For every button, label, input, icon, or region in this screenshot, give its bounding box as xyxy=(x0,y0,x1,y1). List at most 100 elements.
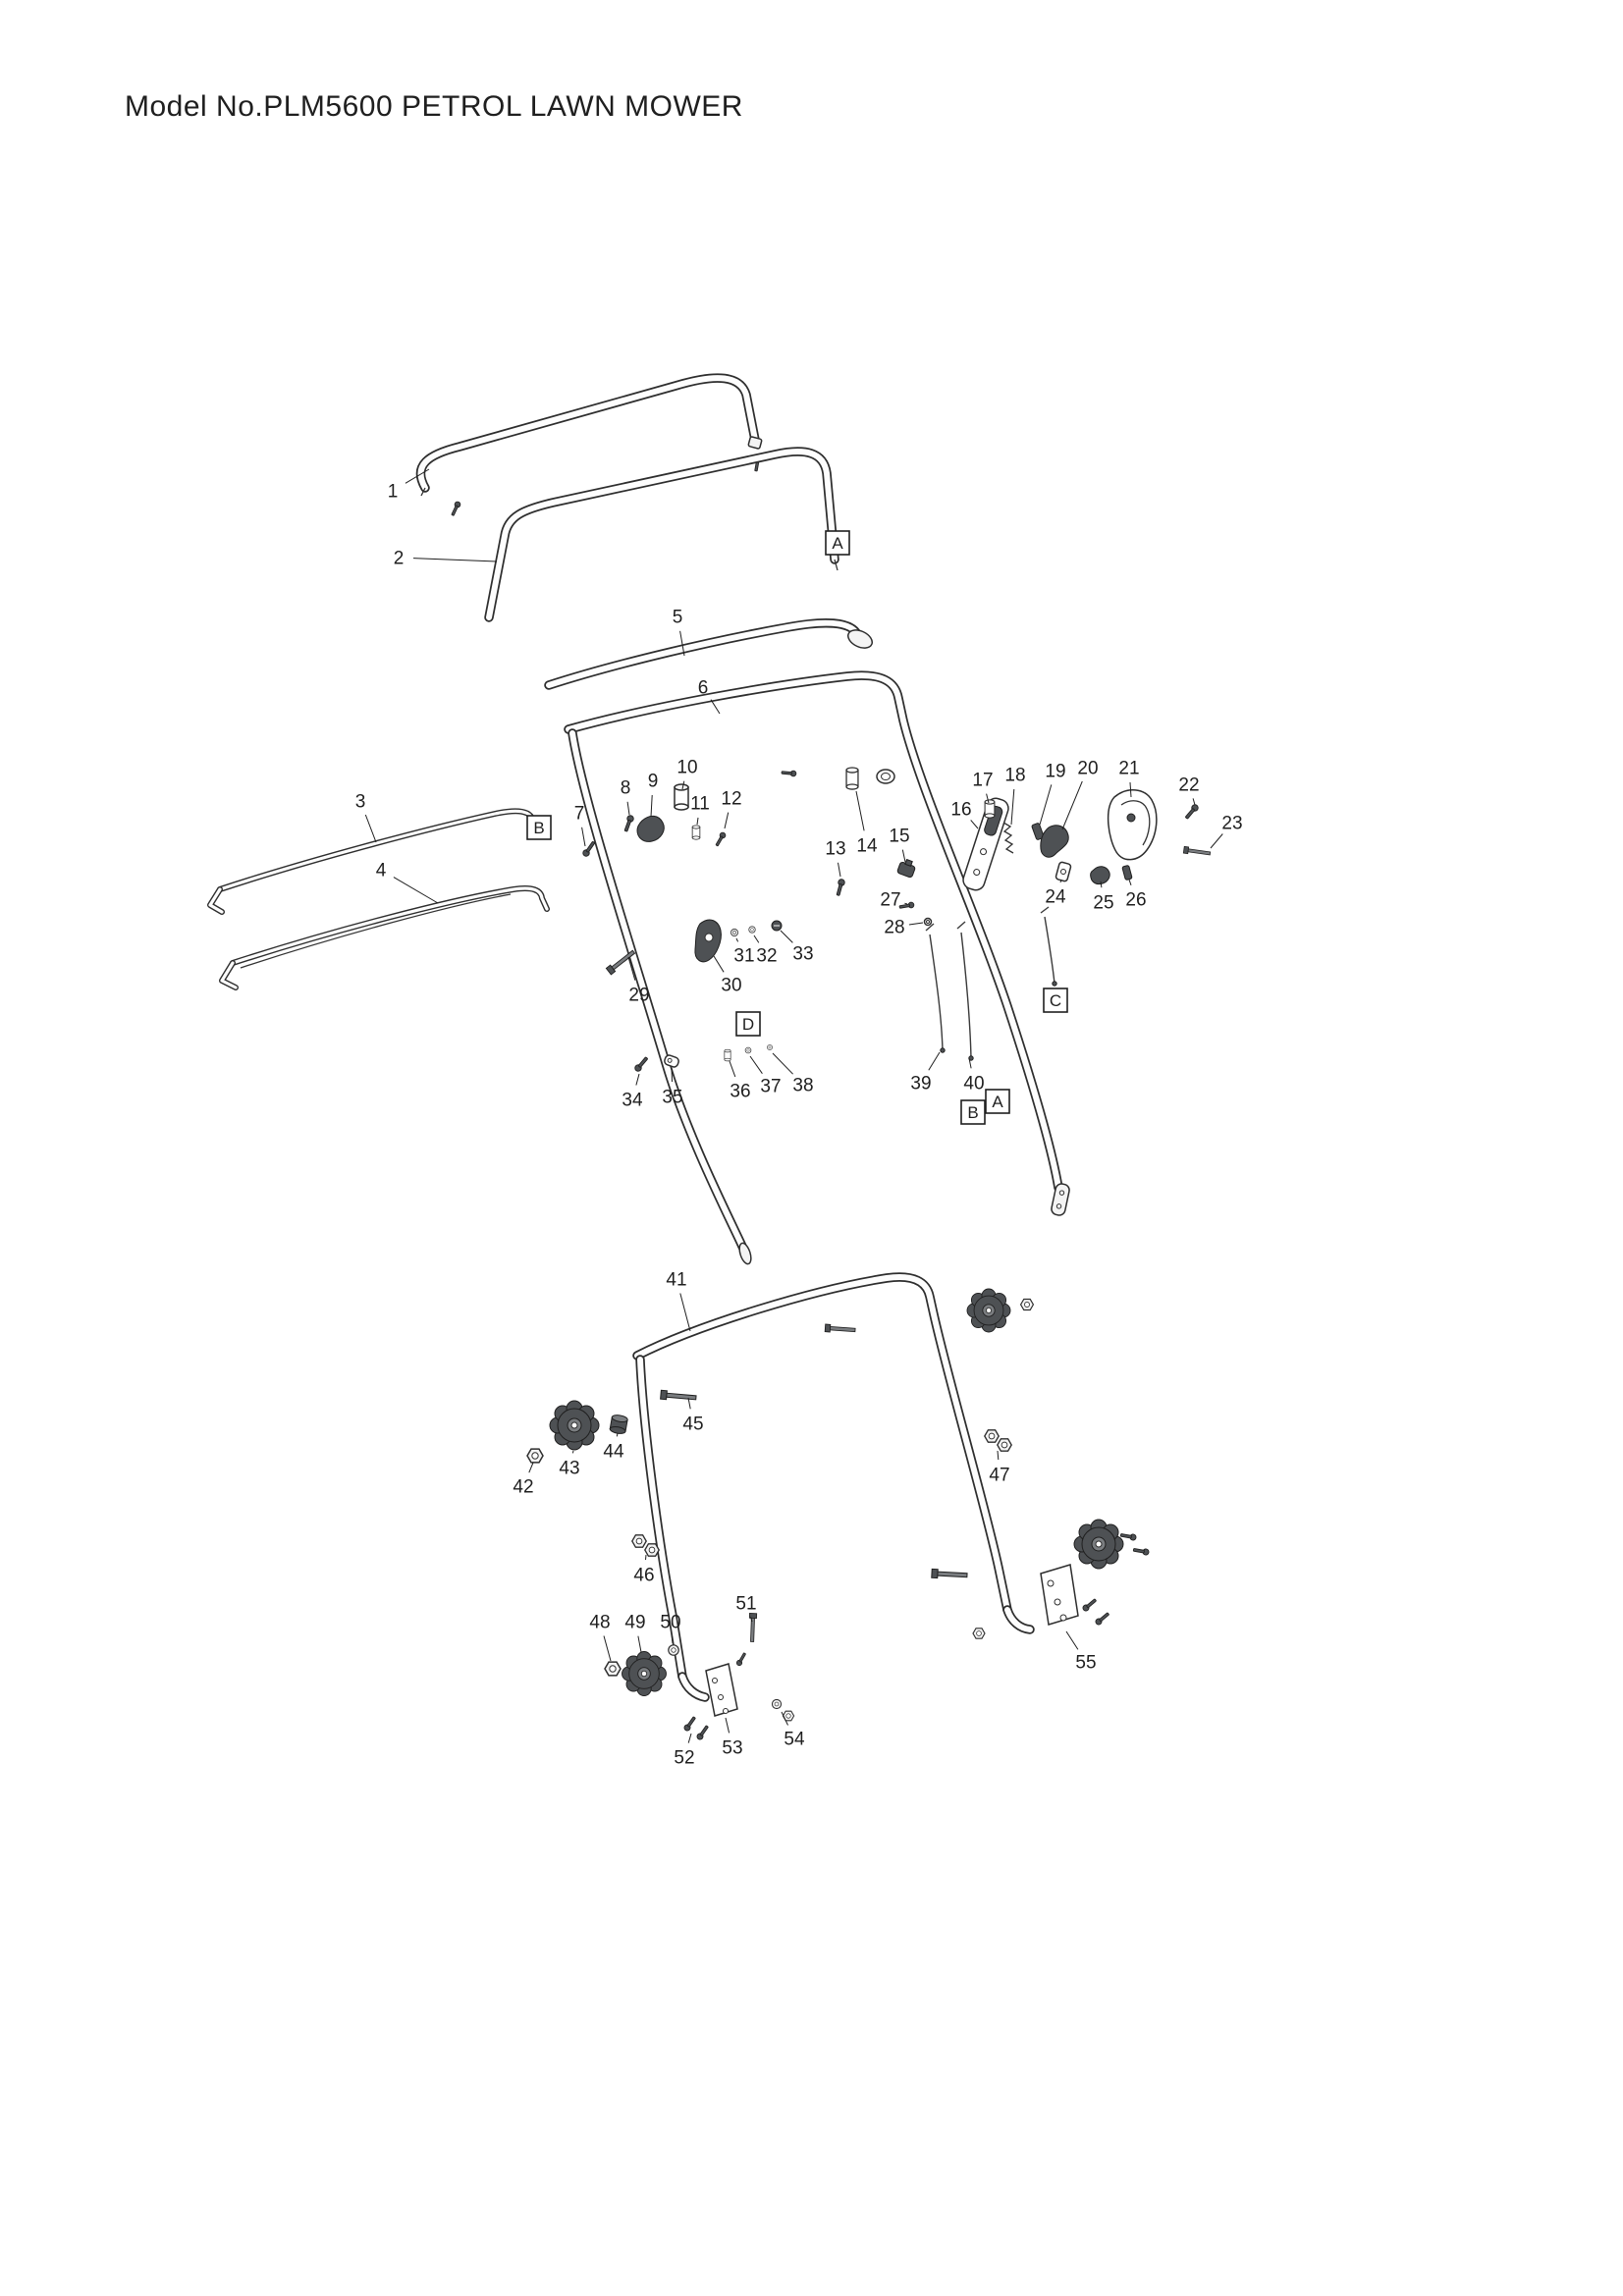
spacer-part xyxy=(724,1048,731,1062)
part-label-19: 19 xyxy=(1045,762,1065,782)
nut-icon xyxy=(526,1448,544,1464)
part-label-32: 32 xyxy=(756,946,777,967)
part-label-5: 5 xyxy=(673,608,683,628)
screw-icon xyxy=(1132,1546,1150,1556)
leader-line-1 xyxy=(405,468,430,484)
part-label-8: 8 xyxy=(621,778,631,799)
part-label-40: 40 xyxy=(963,1074,984,1095)
part-label-49: 49 xyxy=(624,1613,645,1633)
part-6-upper-handle xyxy=(568,675,1070,1265)
part-label-12: 12 xyxy=(721,789,741,810)
nut-icon xyxy=(604,1661,622,1677)
part-label-21: 21 xyxy=(1118,759,1139,779)
leader-line-45 xyxy=(687,1397,691,1410)
part-label-36: 36 xyxy=(730,1082,750,1102)
part-label-43: 43 xyxy=(559,1459,579,1479)
ring-part xyxy=(876,769,895,784)
part-label-42: 42 xyxy=(513,1477,533,1498)
part-label-15: 15 xyxy=(889,827,909,847)
leader-line-55 xyxy=(1065,1630,1079,1650)
part-label-3: 3 xyxy=(355,792,366,813)
leader-line-3 xyxy=(364,814,377,843)
handle-hardware-left xyxy=(581,783,783,1074)
part-label-38: 38 xyxy=(792,1076,813,1096)
leader-line-19 xyxy=(1039,784,1053,826)
ref-letter-D-2: D xyxy=(742,1015,754,1034)
nut-icon xyxy=(1019,1298,1035,1311)
leader-line-6 xyxy=(710,699,721,715)
housing-part xyxy=(1107,789,1158,861)
ref-letter-A-0: A xyxy=(832,534,843,553)
leader-line-25 xyxy=(1100,881,1103,888)
screw-icon xyxy=(449,500,462,517)
leader-line-34 xyxy=(635,1073,640,1086)
leader-line-41 xyxy=(679,1293,691,1332)
switch-panel-part xyxy=(962,797,1009,891)
bracket-part xyxy=(1055,861,1072,882)
leader-line-36 xyxy=(729,1060,736,1078)
washer-icon xyxy=(767,1044,773,1050)
leader-line-33 xyxy=(780,930,793,943)
part-label-45: 45 xyxy=(682,1415,703,1435)
part-label-54: 54 xyxy=(784,1730,805,1750)
ref-letter-B-1: B xyxy=(533,819,544,837)
bolt-icon xyxy=(824,1323,856,1335)
bolt-icon xyxy=(931,1568,968,1580)
handle-knob xyxy=(622,1651,667,1696)
handle-knob xyxy=(966,1288,1011,1333)
nut-icon xyxy=(997,1438,1012,1452)
leader-line-10 xyxy=(681,780,685,790)
leader-line-22 xyxy=(1192,798,1196,806)
nut-icon xyxy=(631,1534,647,1548)
screw-icon xyxy=(632,1055,650,1074)
part-label-39: 39 xyxy=(910,1074,931,1095)
handle-knob xyxy=(1073,1519,1124,1570)
leader-line-8 xyxy=(626,801,630,816)
part-label-20: 20 xyxy=(1077,759,1098,779)
leader-line-16 xyxy=(970,820,979,829)
part-label-46: 46 xyxy=(633,1566,654,1586)
leader-line-13 xyxy=(838,862,841,878)
leader-line-18 xyxy=(1010,788,1015,826)
ref-box-A-5 xyxy=(985,1089,1010,1114)
screw-icon xyxy=(1183,802,1201,821)
part-label-47: 47 xyxy=(989,1466,1009,1486)
leader-line-9 xyxy=(650,794,653,818)
screw-icon xyxy=(1094,1611,1111,1627)
part-label-34: 34 xyxy=(622,1091,643,1111)
mount-bracket-part xyxy=(705,1663,738,1717)
part-label-48: 48 xyxy=(589,1613,610,1633)
screw-icon xyxy=(622,814,635,833)
part-label-26: 26 xyxy=(1125,890,1146,911)
leader-line-21 xyxy=(1129,781,1132,798)
part-label-29: 29 xyxy=(628,986,649,1006)
leader-line-48 xyxy=(603,1635,612,1662)
part-label-22: 22 xyxy=(1178,775,1199,796)
part-label-16: 16 xyxy=(950,800,971,821)
leader-line-51 xyxy=(750,1617,753,1623)
part-label-31: 31 xyxy=(733,946,754,967)
washer-icon xyxy=(744,1046,752,1054)
ref-box-C-3 xyxy=(1043,988,1068,1013)
leader-line-47 xyxy=(997,1450,1000,1461)
nut-icon xyxy=(972,1628,986,1639)
control-hardware-right xyxy=(781,767,1212,927)
cam-part xyxy=(1090,866,1110,885)
pin-part xyxy=(1121,865,1133,881)
screw-icon xyxy=(781,769,797,777)
part-label-9: 9 xyxy=(648,772,659,792)
part-label-55: 55 xyxy=(1075,1653,1096,1674)
spacer-part xyxy=(691,825,701,840)
part-label-23: 23 xyxy=(1221,814,1242,834)
part-41-lower-handle xyxy=(637,1277,1030,1697)
leader-line-31 xyxy=(735,937,739,942)
spring-part xyxy=(1002,822,1014,854)
ref-letter-C-3: C xyxy=(1050,991,1061,1010)
leader-line-46 xyxy=(645,1554,647,1561)
bolt-icon xyxy=(660,1389,697,1403)
part-2-handle-bar xyxy=(489,452,838,617)
